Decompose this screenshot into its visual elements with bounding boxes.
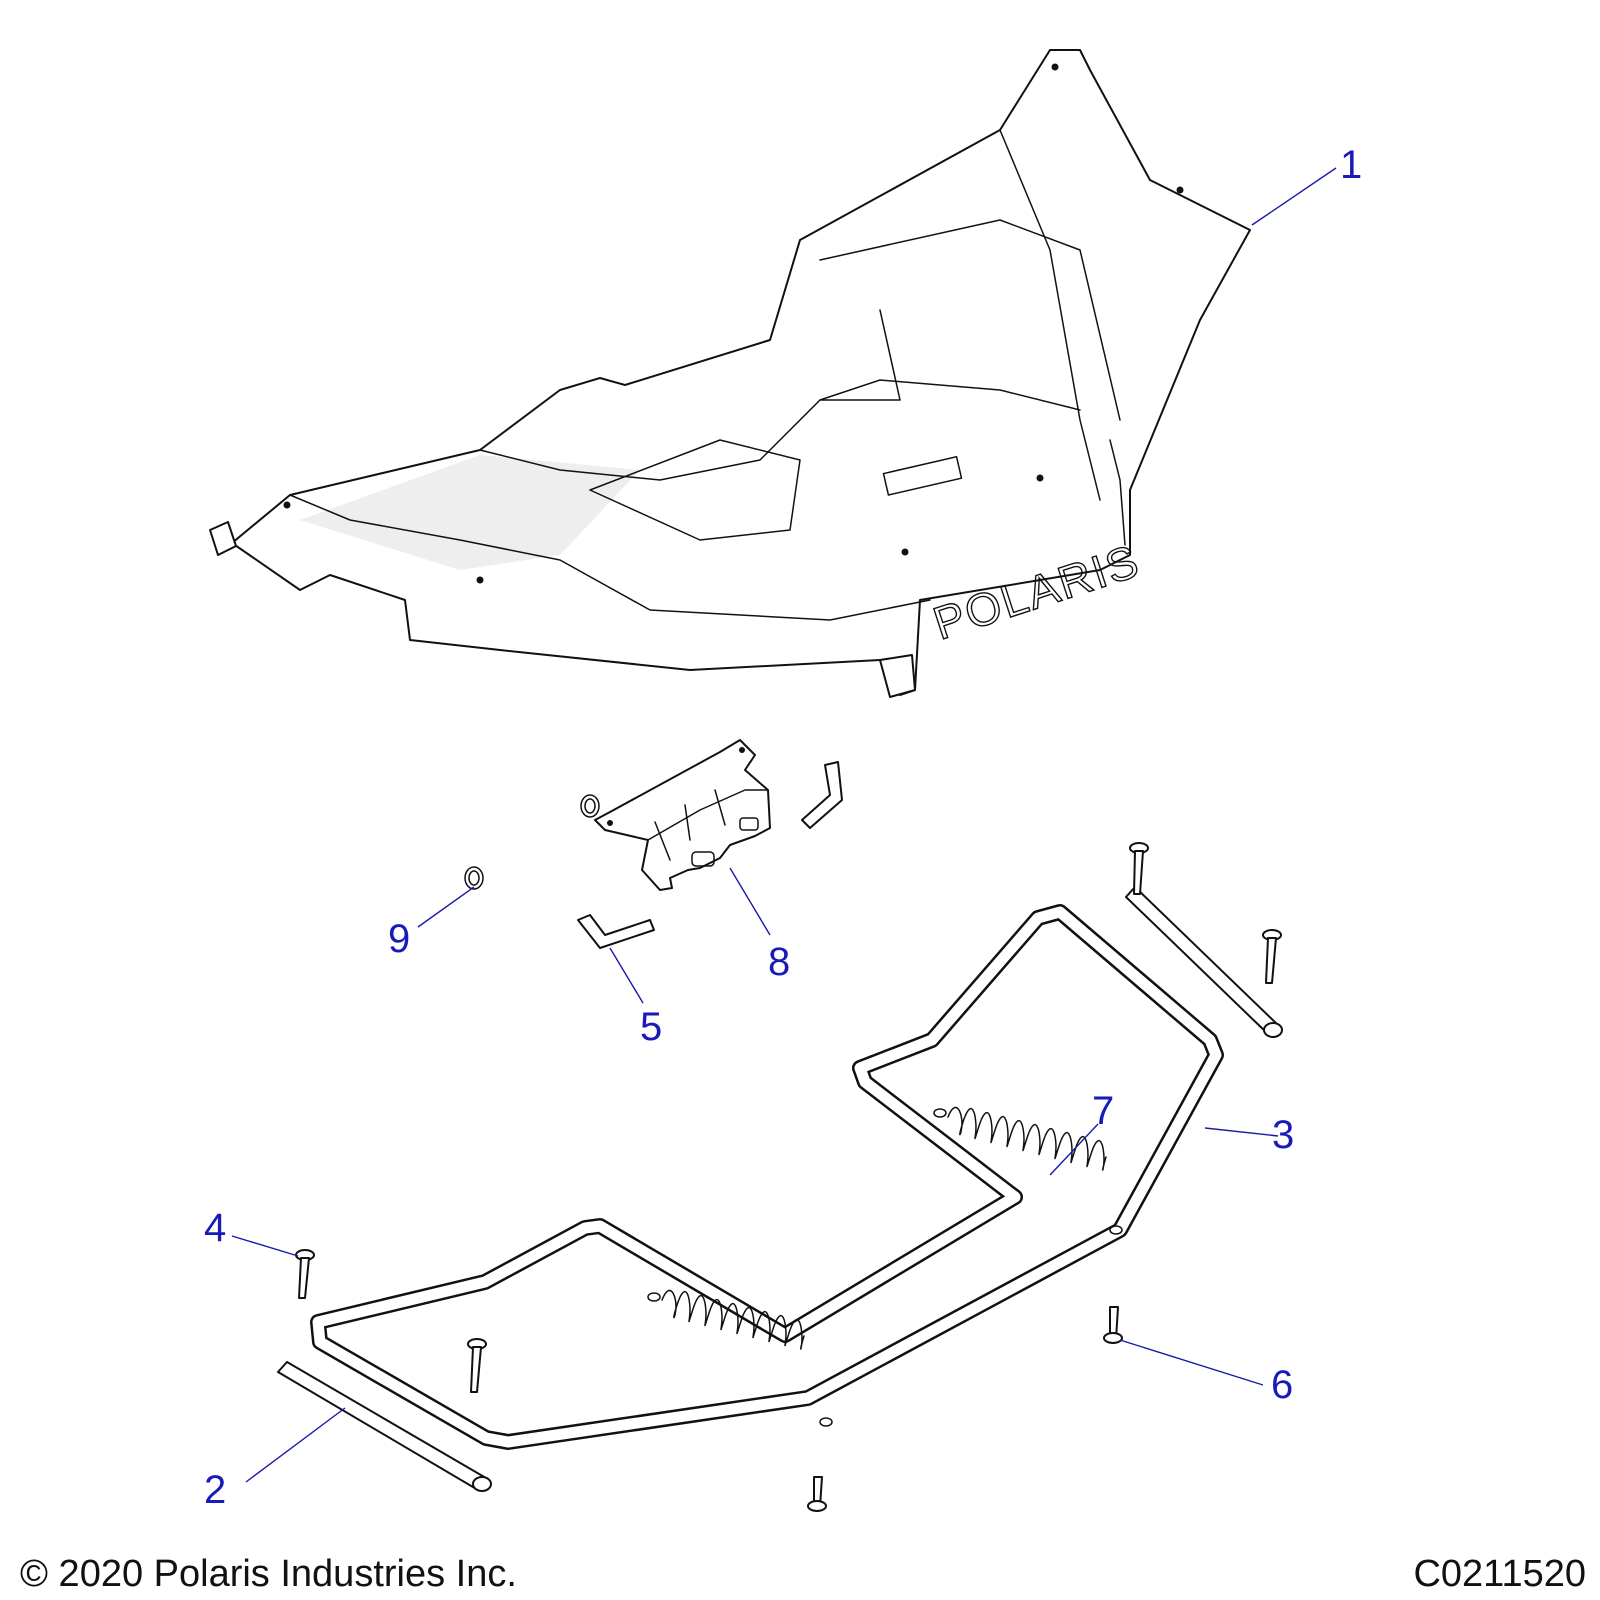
part-2-pivot-tube <box>277 886 1283 1492</box>
callout-3: 3 <box>1272 1113 1294 1157</box>
part-4-bolt <box>295 842 1282 1393</box>
part-5-bent-pin <box>577 761 843 949</box>
leader-lines <box>231 167 1337 1483</box>
part-7-spring <box>647 1106 1123 1427</box>
callout-9: 9 <box>388 917 410 961</box>
part-3-tube-frame <box>310 904 1224 1450</box>
callout-7: 7 <box>1092 1089 1114 1133</box>
part-6-bolt <box>807 1306 1123 1512</box>
callout-6: 6 <box>1271 1363 1293 1407</box>
drawing-number: C0211520 <box>1413 1553 1586 1595</box>
callout-2: 2 <box>204 1468 226 1512</box>
callout-5: 5 <box>640 1005 662 1049</box>
callout-8: 8 <box>768 940 790 984</box>
copyright-notice: © 2020 Polaris Industries Inc. <box>20 1553 517 1595</box>
callout-1: 1 <box>1340 143 1362 187</box>
callout-labels: 1 2 3 4 5 6 7 8 9 <box>204 143 1362 1512</box>
part-1-tab-left <box>209 521 237 556</box>
part-1-tab-bottom <box>879 654 916 698</box>
part-8-bracket <box>594 739 771 891</box>
callout-4: 4 <box>204 1206 226 1250</box>
part-1-front-cover: POLARIS <box>209 49 1251 698</box>
part-9-o-ring <box>464 794 600 890</box>
